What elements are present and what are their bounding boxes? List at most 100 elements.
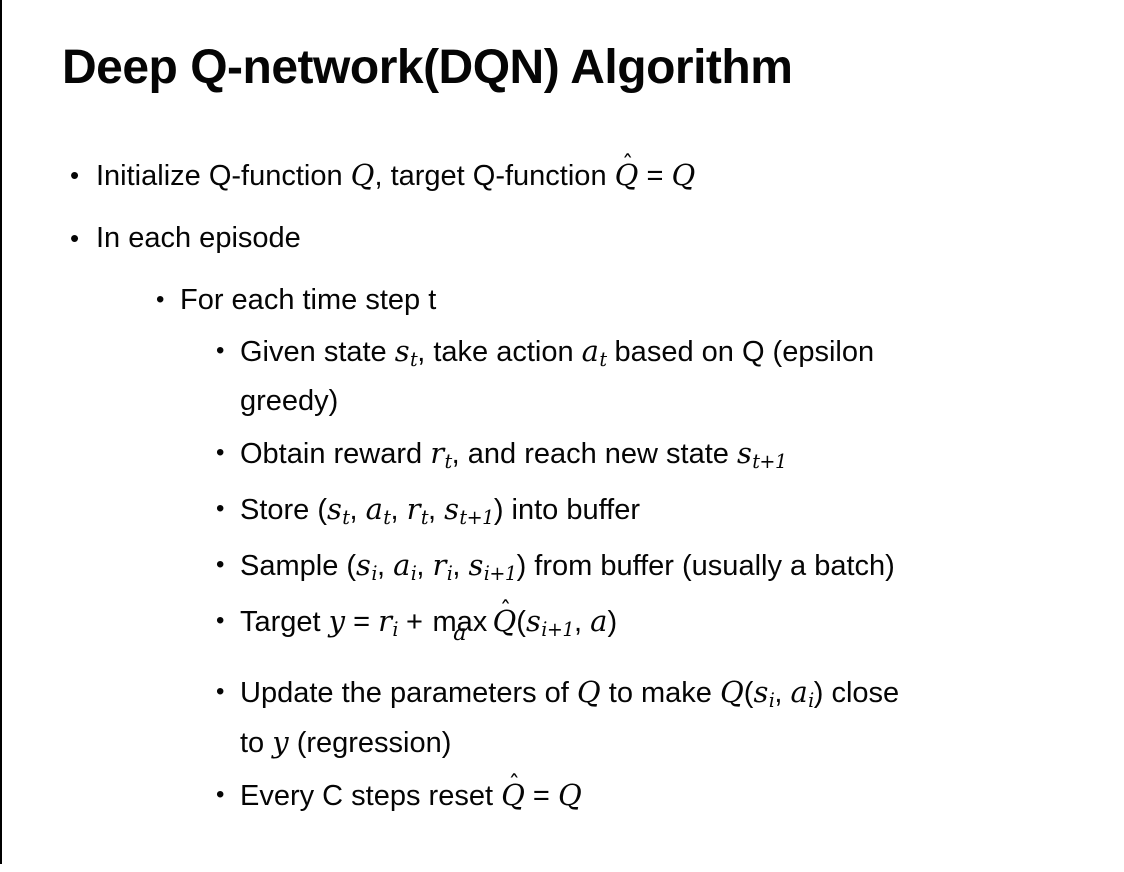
- math-subscript: i: [446, 562, 453, 586]
- math-symbol: r: [378, 604, 392, 638]
- bullet-item: • Initialize Q-function Q, target Q-funct…: [0, 151, 1094, 199]
- bullet-item: • For each time step t: [0, 277, 1094, 323]
- plain-text: ,: [574, 606, 591, 638]
- bullet-item: •Obtain reward rt, and reach new state s…: [0, 430, 1094, 480]
- plain-text: Obtain reward: [240, 438, 431, 470]
- plain-text: , take action: [417, 336, 582, 368]
- math-symbol: Q: [671, 158, 696, 192]
- bullet-text: Obtain reward rt, and reach new state st…: [240, 430, 1090, 480]
- math-symbol: Q: [501, 778, 525, 812]
- math-subscript: t+1: [752, 450, 787, 474]
- plain-text: to make: [600, 677, 720, 709]
- bullet-item: •Given state st, take action at based on…: [0, 328, 1094, 424]
- math-subscript: t: [444, 450, 452, 474]
- plain-text: =: [345, 606, 379, 638]
- math-symbol: s: [444, 492, 460, 526]
- plain-text: =: [638, 160, 672, 192]
- math-symbol: a: [581, 334, 599, 368]
- plain-text: Target: [240, 606, 329, 638]
- bullet-item: • Store (st, at, rt, st+1) into buffer: [0, 486, 1094, 536]
- math-symbol: r: [430, 436, 445, 470]
- math-symbol: y: [328, 604, 346, 638]
- plain-text: ) from buffer (usually a batch): [516, 550, 895, 582]
- bullet-text: Initialize Q-function Q, target Q-functi…: [96, 151, 946, 199]
- plain-text: Initialize Q-function: [96, 160, 351, 192]
- plain-text: Store (: [240, 494, 328, 526]
- bullet-dot-icon: •: [216, 607, 225, 634]
- operator-name: max: [432, 606, 488, 638]
- plain-text: +: [398, 606, 432, 638]
- bullet-dot-icon: •: [156, 286, 165, 313]
- plain-text: =: [524, 780, 558, 812]
- plain-text: to: [240, 727, 273, 759]
- bullet-text: For each time step t: [180, 277, 1030, 323]
- plain-text: ,: [452, 550, 469, 582]
- math-symbol: s: [736, 436, 752, 470]
- bullet-dot-icon: •: [216, 678, 225, 705]
- bullet-text: Store (st, at, rt, st+1) into buffer: [240, 486, 1090, 536]
- plain-text: ,: [774, 677, 791, 709]
- math-subscript: t: [410, 348, 418, 372]
- math-symbol: Q: [492, 604, 517, 638]
- bullet-text: Update the parameters of Q to make Q(si,…: [240, 669, 1090, 766]
- math-subscript: t: [342, 506, 350, 530]
- bullet-item: •Update the parameters of Q to make Q(si…: [0, 669, 1094, 766]
- plain-text: (: [743, 677, 754, 709]
- bullet-dot-icon: •: [70, 160, 80, 190]
- bullet-dot-icon: •: [70, 223, 80, 253]
- math-symbol: a: [590, 604, 608, 638]
- math-symbol: Q: [350, 158, 375, 192]
- plain-text: For each time step t: [180, 284, 437, 316]
- math-symbol: Q: [576, 675, 601, 709]
- operator-underscript: a: [453, 620, 467, 647]
- plain-text: Sample (: [240, 550, 357, 582]
- math-symbol: s: [394, 334, 410, 368]
- plain-text: ) close: [813, 677, 900, 709]
- bullet-text: Given state st, take action at based on …: [240, 328, 1090, 424]
- math-symbol: s: [327, 492, 342, 526]
- bullet-text: Sample (si, ai, ri, si+1) from buffer (u…: [240, 542, 1090, 592]
- math-subscript: t+1: [459, 506, 494, 530]
- bullet-dot-icon: •: [216, 495, 225, 522]
- hat-accent-icon: ˆ: [621, 151, 634, 179]
- plain-text: ,: [416, 550, 433, 582]
- math-symbol: s: [468, 548, 484, 582]
- math-symbol: Q: [614, 158, 639, 192]
- plain-text: based on Q (epsilon: [606, 336, 875, 368]
- math-subscript: t: [420, 506, 429, 530]
- plain-text: In each episode: [96, 222, 301, 254]
- plain-text: ,: [390, 494, 407, 526]
- slide-left-border: [0, 0, 2, 864]
- bullet-item: •Sample (si, ai, ri, si+1) from buffer (…: [0, 542, 1094, 592]
- math-subscript: i: [768, 689, 775, 713]
- plain-text: ,: [428, 494, 445, 526]
- bullet-text: In each episode: [96, 215, 946, 261]
- math-subscript: t: [383, 506, 391, 530]
- bullet-list: • Initialize Q-function Q, target Q-funct…: [0, 151, 1124, 825]
- plain-text: Every C steps reset: [240, 780, 502, 812]
- math-subscript: i: [410, 562, 417, 586]
- math-subscript: t: [599, 348, 607, 372]
- math-subscript: i: [808, 689, 814, 713]
- math-symbol: s: [525, 604, 541, 638]
- math-symbol: a: [365, 492, 383, 526]
- math-subscript: i+1: [483, 562, 517, 586]
- plain-text: Update the parameters of: [240, 677, 577, 709]
- slide-title: Deep Q-network(DQN) Algorithm: [62, 41, 793, 94]
- hat-accent-icon: ˆ: [508, 771, 520, 799]
- plain-text: (regression): [288, 727, 452, 759]
- plain-text: Given state: [240, 336, 395, 368]
- bullet-dot-icon: •: [216, 551, 225, 578]
- bullet-dot-icon: •: [216, 439, 225, 466]
- plain-text: ,: [376, 550, 394, 582]
- math-symbol: a: [393, 548, 411, 582]
- plain-text: ): [607, 606, 618, 638]
- math-symbol: y: [272, 725, 289, 759]
- plain-text: greedy): [240, 385, 339, 417]
